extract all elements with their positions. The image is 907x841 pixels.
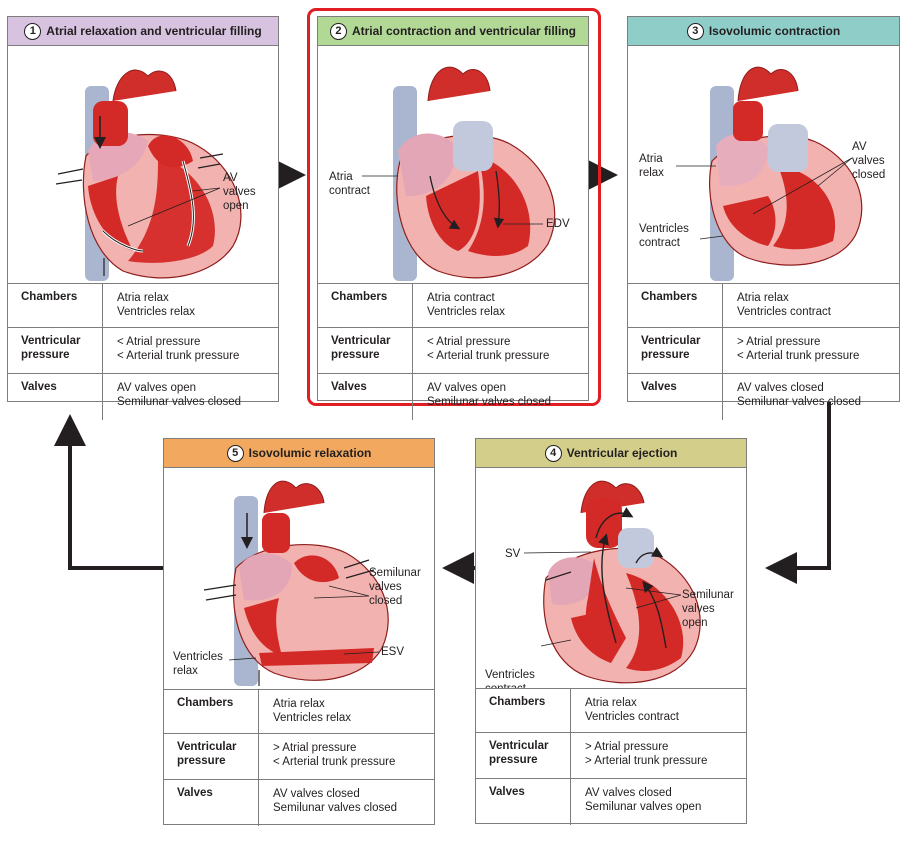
row-key: Valves	[476, 779, 571, 825]
step-number-badge: 1	[24, 22, 42, 40]
row-value: < Atrial pressure < Arterial trunk press…	[427, 336, 550, 362]
row-chambers: Chambers Atria relax Ventricles relax	[8, 284, 278, 328]
row-key: Ventricular pressure	[476, 733, 571, 778]
row-ventricular-pressure: Ventricular pressure > Atrial pressure >…	[476, 733, 746, 779]
row-key: Valves	[628, 374, 723, 420]
heart-drawing	[55, 69, 242, 281]
row-ventricular-pressure: Ventricular pressure < Atrial pressure <…	[8, 328, 278, 374]
row-key: Chambers	[628, 284, 723, 327]
step-number-badge: 3	[686, 22, 704, 40]
heart-illustration: Atria relax AV valves closed Ventricles …	[628, 46, 899, 284]
heart-illustration: Semilunar valves closed Ventricles relax…	[164, 468, 434, 690]
label-atria-relax: Atria relax	[639, 153, 664, 179]
label-sv: SV	[505, 548, 521, 560]
row-value: < Atrial pressure < Arterial trunk press…	[117, 336, 240, 362]
row-value: AV valves closed Semilunar valves closed	[273, 788, 398, 814]
label-semilunar-valves-open: Semilunar valves open	[682, 589, 734, 629]
label-atria-contract: Atria contract	[329, 171, 370, 197]
row-key: Valves	[164, 780, 259, 826]
panel-title: Atrial relaxation and ventricular fillin…	[46, 24, 262, 38]
row-key: Chambers	[164, 690, 259, 733]
label-ventricles-contract: Ventricles contract	[485, 669, 535, 689]
row-value: AV valves closed Semilunar valves closed	[737, 382, 862, 408]
row-valves: Valves AV valves closed Semilunar valves…	[628, 374, 899, 420]
row-value: Atria relax Ventricles contract	[585, 697, 679, 723]
row-value: Atria relax Ventricles contract	[737, 292, 831, 318]
panel-1-atrial-relaxation: 1 Atrial relaxation and ventricular fill…	[7, 16, 279, 420]
row-key: Chambers	[476, 689, 571, 732]
label-esv: ESV	[381, 646, 405, 658]
heart-illustration: Atria contract EDV	[318, 46, 588, 284]
panel-title: Isovolumic relaxation	[248, 446, 372, 460]
panel-header: 3 Isovolumic contraction	[628, 17, 899, 46]
label-av-valves-closed: AV valves closed	[852, 141, 886, 181]
row-value: AV valves open Semilunar valves closed	[117, 382, 242, 408]
label-ventricles-contract: Ventricles contract	[639, 223, 689, 249]
row-key: Ventricular pressure	[164, 734, 259, 779]
row-valves: Valves AV valves closed Semilunar valves…	[476, 779, 746, 825]
row-chambers: Chambers Atria contract Ventricles relax	[318, 284, 588, 328]
heart-drawing	[362, 66, 556, 281]
panel-title: Isovolumic contraction	[708, 24, 841, 38]
heart-illustration: AV valves open	[8, 46, 278, 284]
panel-header: 4 Ventricular ejection	[476, 439, 746, 468]
arrow-5-to-1	[54, 414, 164, 570]
step-number-badge: 2	[329, 22, 347, 40]
panel-title: Atrial contraction and ventricular filli…	[351, 24, 577, 38]
row-value: AV valves open Semilunar valves closed	[427, 382, 552, 408]
heart-illustration: SV Semilunar valves open Ventricles cont…	[476, 468, 746, 689]
row-value: Atria relax Ventricles relax	[273, 698, 351, 724]
label-av-valves-open: AV valves open	[223, 172, 256, 212]
panel-3-isovolumic-contraction: 3 Isovolumic contraction Atria relax AV …	[627, 16, 900, 420]
row-key: Valves	[318, 374, 413, 420]
panel-header: 2 Atrial contraction and ventricular fil…	[318, 17, 588, 46]
panel-5-isovolumic-relaxation: 5 Isovolumic relaxation Semilunar valves…	[163, 438, 435, 826]
row-key: Chambers	[318, 284, 413, 327]
step-number-badge: 5	[226, 444, 244, 462]
panel-header: 5 Isovolumic relaxation	[164, 439, 434, 468]
row-value: > Atrial pressure > Arterial trunk press…	[585, 741, 708, 767]
row-key: Chambers	[8, 284, 103, 327]
highlight-box-panel-2	[307, 8, 601, 406]
row-value: Atria contract Ventricles relax	[427, 292, 505, 318]
row-ventricular-pressure: Ventricular pressure < Atrial pressure <…	[318, 328, 588, 374]
row-value: Atria relax Ventricles relax	[117, 292, 195, 318]
row-chambers: Chambers Atria relax Ventricles relax	[164, 690, 434, 734]
row-ventricular-pressure: Ventricular pressure > Atrial pressure <…	[164, 734, 434, 780]
row-chambers: Chambers Atria relax Ventricles contract	[476, 689, 746, 733]
panel-4-ventricular-ejection: 4 Ventricular ejection SV Semilunar valv…	[475, 438, 747, 825]
row-key: Ventricular pressure	[8, 328, 103, 373]
row-valves: Valves AV valves open Semilunar valves c…	[318, 374, 588, 420]
label-ventricles-relax: Ventricles relax	[173, 651, 223, 677]
panel-title: Ventricular ejection	[566, 446, 678, 460]
arrow-3-to-4	[765, 402, 831, 584]
label-semilunar-valves-closed: Semilunar valves closed	[369, 567, 421, 607]
row-valves: Valves AV valves open Semilunar valves c…	[8, 374, 278, 420]
heart-drawing	[523, 480, 701, 684]
step-number-badge: 4	[544, 444, 562, 462]
heart-drawing	[203, 480, 389, 686]
row-ventricular-pressure: Ventricular pressure > Atrial pressure <…	[628, 328, 899, 374]
row-key: Valves	[8, 374, 103, 420]
panel-2-atrial-contraction: 2 Atrial contraction and ventricular fil…	[317, 16, 589, 420]
row-key: Ventricular pressure	[318, 328, 413, 373]
row-chambers: Chambers Atria relax Ventricles contract	[628, 284, 899, 328]
row-value: > Atrial pressure < Arterial trunk press…	[737, 336, 860, 362]
panel-header: 1 Atrial relaxation and ventricular fill…	[8, 17, 278, 46]
row-key: Ventricular pressure	[628, 328, 723, 373]
row-value: AV valves closed Semilunar valves open	[585, 787, 702, 813]
row-valves: Valves AV valves closed Semilunar valves…	[164, 780, 434, 826]
row-value: > Atrial pressure < Arterial trunk press…	[273, 742, 396, 768]
heart-drawing	[676, 66, 863, 281]
label-edv: EDV	[546, 218, 570, 230]
